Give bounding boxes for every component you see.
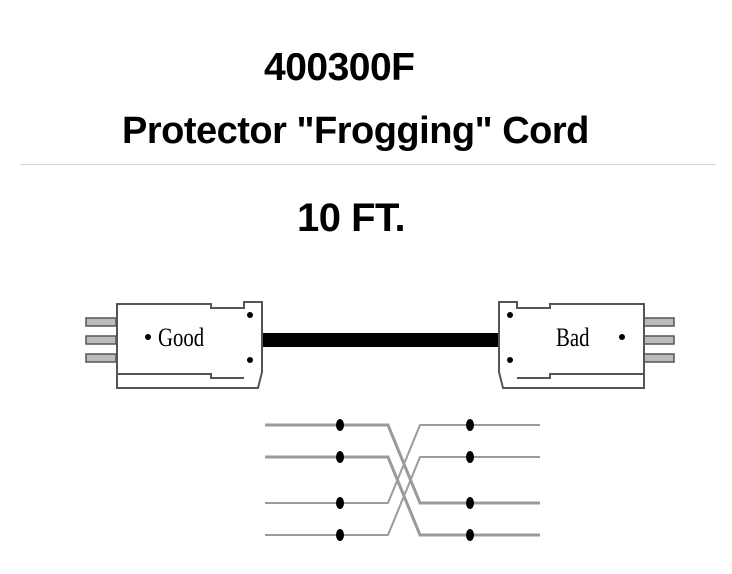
cable-length: 10 FT. [297, 196, 406, 240]
connector-pins [643, 317, 675, 363]
terminal-dots [336, 419, 474, 541]
wire [265, 424, 540, 504]
product-name: Protector "Frogging" Cord [122, 110, 589, 152]
bad-label: Bad [556, 324, 590, 353]
cable [260, 333, 500, 347]
bad-connector: Bad [498, 301, 675, 389]
divider [20, 164, 716, 165]
crossover-wiring [265, 423, 540, 537]
good-label: Good [158, 324, 204, 353]
wire [265, 456, 540, 536]
part-number: 400300F [264, 46, 415, 89]
connector-pins [85, 317, 117, 363]
good-connector: Good [85, 301, 263, 389]
